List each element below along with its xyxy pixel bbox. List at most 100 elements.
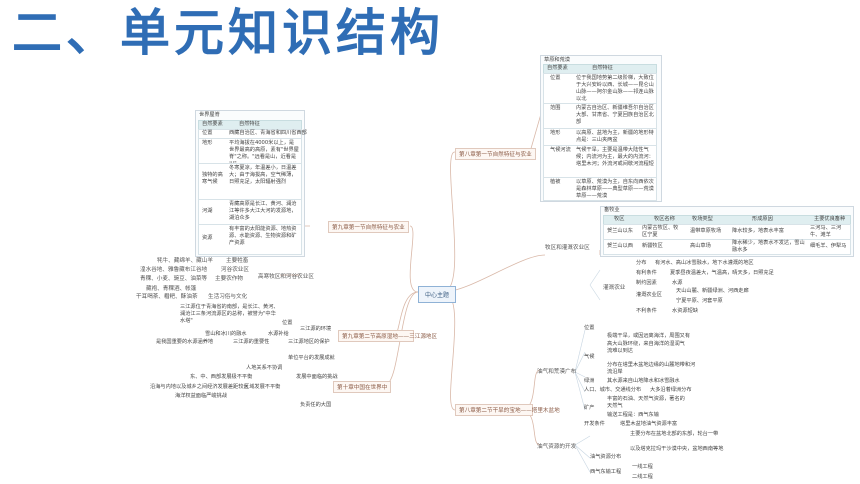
table-row: 河湖 青藏高原是长江、黄河、澜沧江等许多大江大河的发源地，湖泊众多 xyxy=(198,199,302,225)
row-value: 西藏自治区、青海省和四川省西部 xyxy=(229,130,307,136)
north-header-col2: 自然特征 xyxy=(592,65,613,71)
tarim-item: 主要分布在盆地北部的东部，轮台一带 xyxy=(630,431,719,437)
sanjiang-protection: 三江源地区的保护 xyxy=(288,339,330,345)
custom-label: 生活习俗与文化 xyxy=(208,294,248,300)
row-key: 独特的高寒气候 xyxy=(202,172,223,185)
irrigation-label: 灌溉农业 xyxy=(603,285,626,291)
row-value: 以草原、荒漠为主，自东向西依次是森林草原——典型草原——荒漠草原——荒漠 xyxy=(576,179,654,199)
tarim-item: 高大山脉环绕，来自海洋的湿润气流难以到达 xyxy=(607,341,685,354)
world-item: 单位平台的发展成就 xyxy=(288,355,335,361)
irr-item: 有利条件 xyxy=(636,270,657,276)
tarim-item: 其水源来自山地降水和冰雪融水 xyxy=(607,378,680,384)
branch-qinghai[interactable]: 第九章第二节高原湿地——三江源地区 xyxy=(338,330,437,342)
cell: 贺兰山以西 xyxy=(607,243,633,249)
irr-item: 不利条件 xyxy=(636,308,657,314)
tarim-item: 塔里木盆地油气资源丰富 xyxy=(620,421,678,427)
row-key: 位置 xyxy=(202,130,213,136)
tarim-item: 分布在塔里木盆地边缘的山麓地带和河流沿岸 xyxy=(607,362,696,375)
center-node[interactable]: 中心主题 xyxy=(418,286,457,303)
agri-crops: 青稞、小麦、豌豆、油菜等 xyxy=(140,276,208,282)
irr-item: 水资源短缺 xyxy=(672,308,698,314)
irr-item: 宁夏平原、河套平原 xyxy=(676,298,723,304)
tarim-item: 西气东输工程 xyxy=(590,469,622,475)
custom-clothing: 藏袍、青稞酒、帐篷 xyxy=(146,286,197,292)
sanjiang-location: 位置 xyxy=(282,320,293,326)
row-key: 气候河流 xyxy=(550,147,571,153)
branch-north-natural[interactable]: 第八章第一节自然特征与农业 xyxy=(455,148,536,160)
sanjiang-supply: 水源补给 xyxy=(268,331,289,337)
row-value: 冬寒夏凉，年温差小，日温差大；由于海拔高，空气稀薄，日照充足，太阳辐射强烈 xyxy=(229,165,297,185)
irr-item: 灌溉农业区 xyxy=(636,292,662,298)
row-key: 位置 xyxy=(550,75,561,81)
cell: 高山草场 xyxy=(690,243,711,249)
tarim-main2: 油气资源的开发 xyxy=(537,444,577,450)
row-value: 气候干旱，主要是温带大陆性气候；内流河为主，最大的内流河：塔里木河；外流河或间歇… xyxy=(576,147,654,167)
branch-world-china[interactable]: 第十章中国在世界中 xyxy=(333,381,392,393)
page-title: 二、单元知识结构 xyxy=(12,4,444,62)
row-value: 内蒙古自治区、新疆维吾尔自治区大部、甘肃省、宁夏回族自治区北部 xyxy=(576,105,654,125)
agri-valley: 湟水谷地、雅鲁藏布江谷地 xyxy=(140,267,208,273)
table-row: 独特的高寒气候 冬寒夏凉，年温差小，日温差大；由于海拔高，空气稀薄，日照充足，太… xyxy=(198,163,302,200)
tarim-item: 极端干旱，或因远离海洋，周围又有 xyxy=(607,333,691,339)
table-row: 气候河流 气候干旱，主要是温带大陆性气候；内流河为主，最大的内流河：塔里木河；外… xyxy=(543,145,657,178)
row-value: 位于我国地势第二级阶梯，大致位于大兴安岭以西、长城——昆仑山山脉——阿尔金山脉—… xyxy=(576,75,654,102)
tarim-item: 一线工程 xyxy=(632,464,653,470)
irr-item: 天山山麓、新疆绿洲、河西走廊 xyxy=(676,288,749,294)
husbandry-title: 畜牧业 xyxy=(604,207,620,213)
tarim-item: 矿产 xyxy=(584,405,595,411)
husbandry-h3: 形成原因 xyxy=(752,216,773,222)
table-row: 资源 有丰富的太阳能资源、地热资源、水能资源、生物资源和矿产资源 xyxy=(198,224,302,255)
husbandry-h0: 牧区 xyxy=(614,216,625,222)
row-key: 地形 xyxy=(202,140,213,146)
table-row: 范围 内蒙古自治区、新疆维吾尔自治区大部、甘肃省、宁夏回族自治区北部 xyxy=(543,103,657,129)
cell: 温带草原牧场 xyxy=(690,228,722,234)
row-key: 范围 xyxy=(550,105,561,111)
cell: 细毛羊、伊犁马 xyxy=(810,243,847,249)
husbandry-left-label: 牧区和灌溉农业区 xyxy=(545,245,590,251)
tarim-item: 开发条件 xyxy=(584,421,605,427)
north-header-col1: 自然要素 xyxy=(547,65,568,71)
sanjiang-importance: 三江源的重要性 xyxy=(233,339,270,345)
tarim-item: 人口、城市、交通线分布 xyxy=(584,387,642,393)
husbandry-h1: 牧区名称 xyxy=(654,216,675,222)
agri-valley-label: 河谷农业区 xyxy=(221,267,249,273)
row-value: 青藏高原是长江、黄河、澜沧江等许多大江大河的发源地，湖泊众多 xyxy=(229,201,297,221)
branch-tarim[interactable]: 第八章第二节干旱的宝地——塔里木盆地 xyxy=(455,404,560,416)
world-item: 人地关系不协调 xyxy=(246,365,283,371)
agri-zones: 高寒牧区和河谷农业区 xyxy=(258,274,314,280)
irr-item: 夏季昼夜温差大，气温高，晴天多，日照充足 xyxy=(670,270,774,276)
cell: 降水较多，地表水丰富 xyxy=(732,228,784,234)
table-row: 地形 以高原、盆地为主，新疆的地形特点是：三山夹两盆 xyxy=(543,128,657,146)
sanjiang-desc: 三江源位于青海省的南部，是长江、黄河、澜沧江三条河流源区的总称，被誉为"中华水塔… xyxy=(180,304,279,324)
irr-item: 水源 xyxy=(672,280,683,286)
north-table-title: 草原和荒漠 xyxy=(544,57,570,63)
tarim-item: 位置 xyxy=(584,325,595,331)
row-key: 河湖 xyxy=(202,208,213,214)
irr-item: 有河水、高山冰雪融水，地下水灌溉的地区 xyxy=(655,260,754,266)
world-item: 沿海与内地以及城乡之间经济发展差距较大 xyxy=(150,384,249,390)
tarim-item: 丰富的石油、天然气资源，著名的天然气 xyxy=(607,396,685,409)
agri-livestock-label: 主要牲畜 xyxy=(226,258,249,264)
row-key: 资源 xyxy=(202,235,213,241)
row-value: 以高原、盆地为主，新疆的地形特点是：三山夹两盆 xyxy=(576,130,654,143)
table-row: 植被 以草原、荒漠为主，自东向西依次是森林草原——典型草原——荒漠草原——荒漠 xyxy=(543,177,657,201)
world-item: 区域发展不平衡 xyxy=(244,384,281,390)
world-item: 负责任的大国 xyxy=(300,402,332,408)
sanjiang-importance-desc: 是我国重要的水源涵养地 xyxy=(156,339,214,345)
world-item: 东、中、西部发展极不平衡 xyxy=(190,374,253,380)
branch-northwest-natural[interactable]: 第九章第一节自然特征与农业 xyxy=(328,221,409,233)
row-key: 地形 xyxy=(550,130,561,136)
tibet-table: 世界屋脊 自然要素 自然特征 位置 西藏自治区、青海省和四川省西部 地形 平均海… xyxy=(195,110,307,257)
cell: 内蒙古牧区、牧区宁夏 xyxy=(642,225,679,238)
custom-food: 干耳喝茶、糌粑、酥油茶 xyxy=(136,294,198,300)
tarim-item: 油气资源分布 xyxy=(590,454,622,460)
tibet-table-title: 世界屋脊 xyxy=(199,112,220,118)
north-table: 草原和荒漠 自然要素 自然特征 位置 位于我国地势第二级阶梯，大致位于大兴安岭以… xyxy=(540,55,662,202)
cell: 降水稀少，地表水不发达，雪山融水多 xyxy=(732,240,805,253)
tarim-item: 大多沿着绿洲分布 xyxy=(650,387,692,393)
agri-crops-label: 主要农作物 xyxy=(215,276,243,282)
table-row: 地形 平均海拔在4000米以上，是世界最高的高原，素有"世界屋脊"之称。"远看是… xyxy=(198,138,302,167)
tarim-item: 以及塔克拉玛干沙漠中央，盆地西南等地 xyxy=(630,446,724,452)
irr-item: 制约因素 xyxy=(636,280,657,286)
tibet-header-col1: 自然要素 xyxy=(202,121,223,127)
